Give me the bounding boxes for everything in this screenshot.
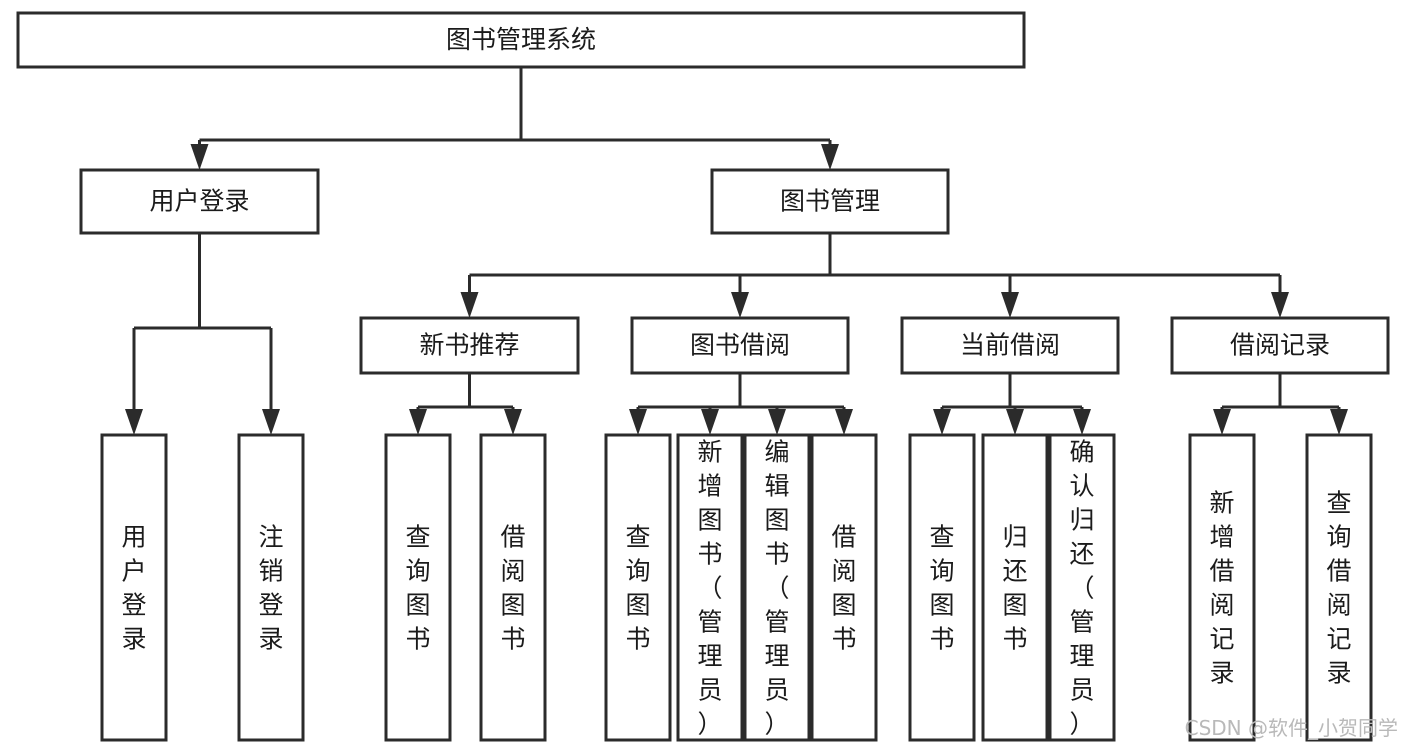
leaf-label: 借阅图书 (831, 523, 856, 654)
node-box[interactable] (1305, 433, 1373, 742)
node-box[interactable] (1048, 433, 1116, 742)
node-box[interactable] (900, 316, 1120, 375)
arrow-head-icon (835, 409, 853, 435)
arrow-head-icon (1006, 409, 1024, 435)
leaf-label: 查询图书 (405, 523, 430, 654)
node-box[interactable] (630, 316, 850, 375)
node-box[interactable] (676, 433, 744, 742)
leaf-leaf-query-book-rec[interactable]: 查询图书 (384, 433, 452, 742)
arrow-head-icon (1213, 409, 1231, 435)
arrow-head-icon (125, 409, 143, 435)
leaf-label: 用户登录 (121, 523, 146, 654)
leaf-label: 编辑图书（管理员） (764, 438, 789, 739)
node-box[interactable] (79, 168, 320, 235)
leaf-leaf-borrow-book[interactable]: 借阅图书 (810, 433, 878, 742)
node-box[interactable] (1188, 433, 1256, 742)
leaf-label: 新增图书（管理员） (697, 438, 722, 739)
csdn-watermark: CSDN @软件_小贺同学 (1185, 716, 1398, 740)
leaf-label: 查询借阅记录 (1326, 489, 1351, 688)
node-label: 借阅记录 (1230, 331, 1330, 360)
leaf-leaf-borrow-book-rec[interactable]: 借阅图书 (479, 433, 547, 742)
leaf-leaf-add-book[interactable]: 新增图书（管理员） (676, 433, 744, 742)
node-book-borrow[interactable]: 图书借阅 (630, 316, 850, 375)
leaf-label: 借阅图书 (500, 523, 525, 654)
arrow-head-icon (821, 144, 839, 170)
arrow-head-icon (504, 409, 522, 435)
node-book-manage[interactable]: 图书管理 (710, 168, 950, 235)
arrow-head-icon (1073, 409, 1091, 435)
leaf-leaf-edit-book[interactable]: 编辑图书（管理员） (743, 433, 811, 742)
node-new-book-rec[interactable]: 新书推荐 (359, 316, 580, 375)
leaf-leaf-return-book[interactable]: 归还图书 (981, 433, 1049, 742)
arrow-head-icon (409, 409, 427, 435)
arrow-head-icon (460, 292, 479, 318)
leaf-label: 确认归还（管理员） (1069, 438, 1094, 739)
leaf-label: 新增借阅记录 (1209, 489, 1234, 688)
leaf-label: 归还图书 (1002, 523, 1027, 654)
arrow-head-icon (768, 409, 786, 435)
node-box[interactable] (100, 433, 168, 742)
node-label: 当前借阅 (960, 331, 1060, 360)
leaf-label: 查询图书 (625, 523, 650, 654)
node-current-borrow[interactable]: 当前借阅 (900, 316, 1120, 375)
node-label: 图书管理 (780, 187, 880, 216)
arrow-head-icon (731, 292, 749, 318)
arrow-head-icon (1001, 292, 1019, 318)
node-label: 图书管理系统 (446, 25, 596, 54)
leaf-label: 查询图书 (929, 523, 954, 654)
node-box[interactable] (479, 433, 547, 742)
node-box[interactable] (710, 168, 950, 235)
leaf-leaf-query-book-borrow[interactable]: 查询图书 (604, 433, 672, 742)
node-box[interactable] (237, 433, 305, 742)
leaf-leaf-confirm-return[interactable]: 确认归还（管理员） (1048, 433, 1116, 742)
arrow-head-icon (190, 144, 209, 170)
arrow-head-icon (1271, 292, 1289, 318)
node-borrow-record[interactable]: 借阅记录 (1170, 316, 1390, 375)
node-label: 用户登录 (149, 187, 249, 216)
leaf-leaf-user-logout[interactable]: 注销登录 (237, 433, 305, 742)
node-box[interactable] (981, 433, 1049, 742)
arrow-head-icon (262, 409, 280, 435)
node-user-login[interactable]: 用户登录 (79, 168, 320, 235)
node-root[interactable]: 图书管理系统 (16, 11, 1026, 69)
node-box[interactable] (16, 11, 1026, 69)
node-box[interactable] (604, 433, 672, 742)
arrow-head-icon (701, 409, 719, 435)
leaf-leaf-add-record[interactable]: 新增借阅记录 (1188, 433, 1256, 742)
node-box[interactable] (743, 433, 811, 742)
arrow-head-icon (1330, 409, 1348, 435)
node-box[interactable] (359, 316, 580, 375)
node-layer: 图书管理系统用户登录图书管理新书推荐图书借阅当前借阅借阅记录用户登录注销登录查询… (16, 11, 1390, 742)
node-box[interactable] (810, 433, 878, 742)
arrow-head-icon (933, 409, 951, 435)
leaf-label: 注销登录 (258, 523, 283, 654)
node-box[interactable] (1170, 316, 1390, 375)
node-label: 新书推荐 (419, 331, 519, 360)
arrow-head-icon (629, 409, 647, 435)
leaf-leaf-query-record[interactable]: 查询借阅记录 (1305, 433, 1373, 742)
node-label: 图书借阅 (690, 331, 790, 360)
leaf-leaf-user-login[interactable]: 用户登录 (100, 433, 168, 742)
connector-layer (125, 67, 1348, 435)
node-box[interactable] (384, 433, 452, 742)
node-box[interactable] (908, 433, 976, 742)
leaf-leaf-query-book-cur[interactable]: 查询图书 (908, 433, 976, 742)
